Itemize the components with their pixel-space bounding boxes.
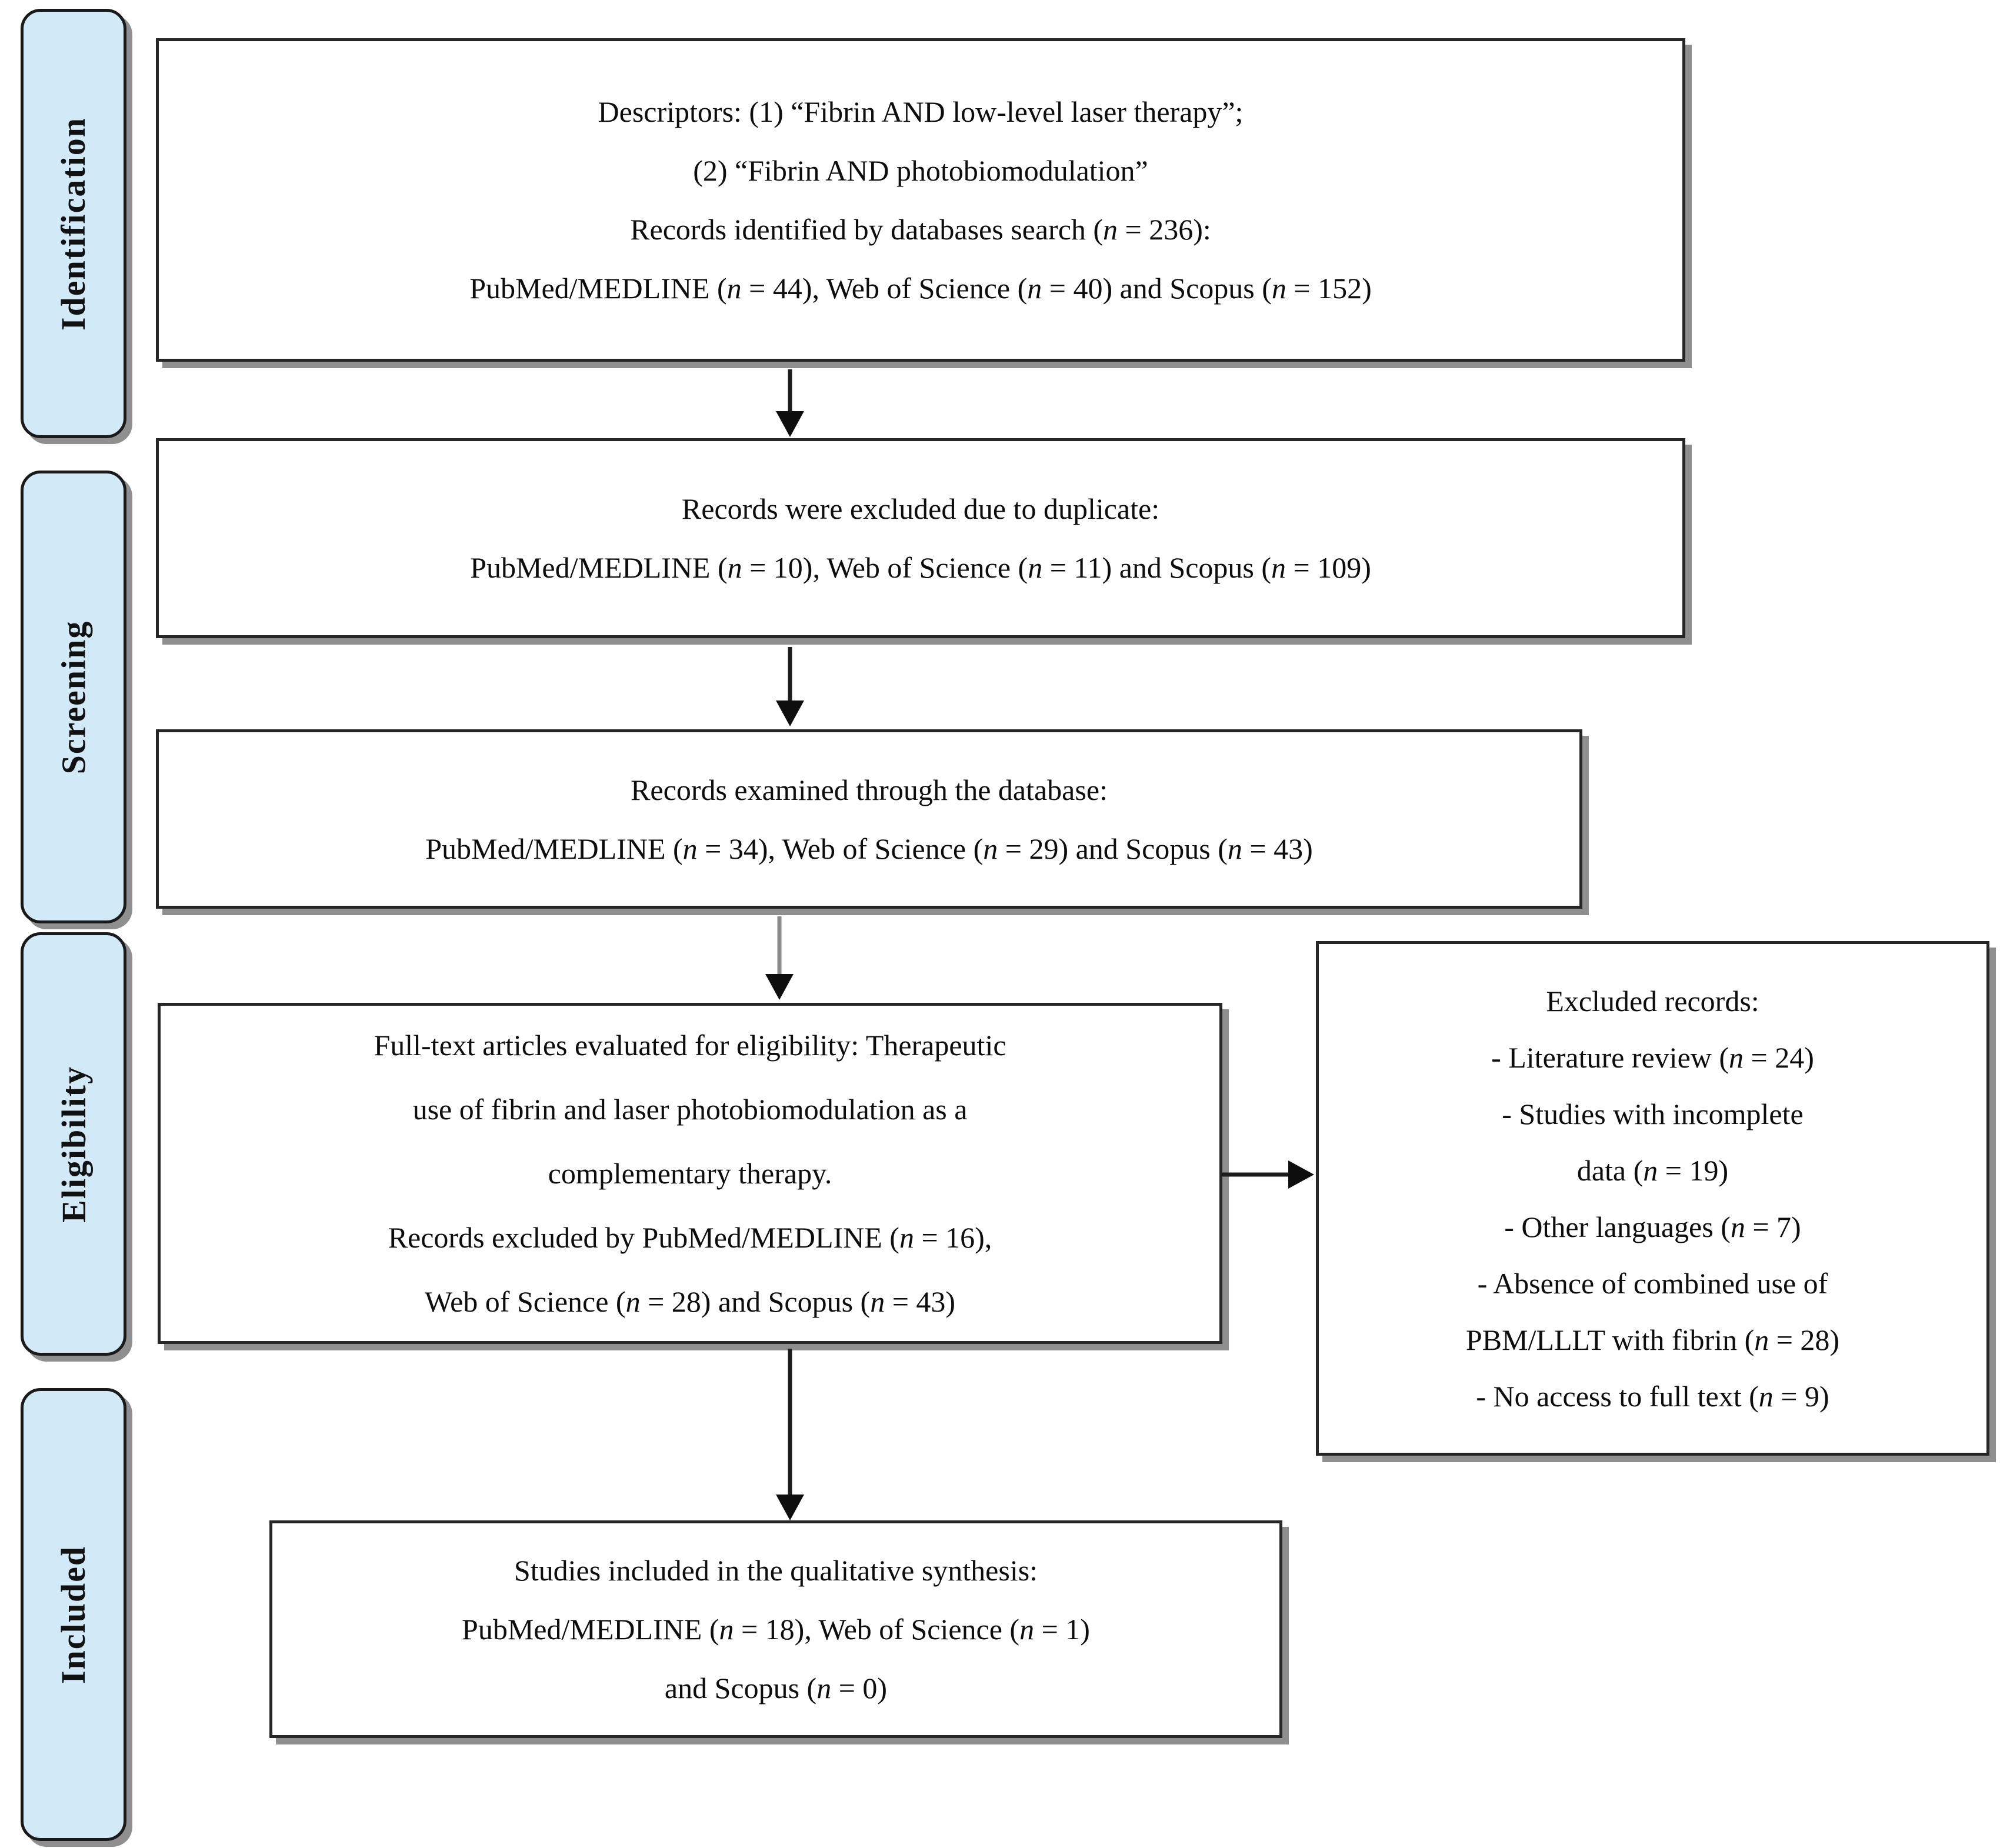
box-studies-included: Studies included in the qualitative synt… [269, 1520, 1282, 1738]
stage-included: Included [21, 1388, 126, 1841]
stage-identification-label: Identification [54, 116, 93, 331]
stage-screening-label: Screening [54, 620, 93, 774]
stage-eligibility-label: Eligibility [54, 1065, 93, 1223]
box-excluded-records: Excluded records: - Literature review (n… [1316, 941, 1989, 1456]
arrow-fulltext-to-excluded [1222, 1159, 1314, 1190]
arrow-fulltext-to-included [774, 1349, 806, 1520]
box-records-examined-text: Records examined through the database: P… [425, 773, 1313, 865]
stage-screening: Screening [21, 471, 126, 923]
arrow-identified-to-duplicates [774, 369, 806, 437]
box-records-examined: Records examined through the database: P… [156, 729, 1582, 909]
stage-included-label: Included [54, 1545, 93, 1684]
box-studies-included-text: Studies included in the qualitative synt… [462, 1554, 1090, 1704]
box-duplicates-excluded-text: Records were excluded due to duplicate: … [470, 492, 1371, 584]
arrow-examined-to-fulltext [764, 916, 795, 1000]
box-records-identified: Descriptors: (1) “Fibrin AND low-level l… [156, 38, 1685, 362]
box-records-identified-text: Descriptors: (1) “Fibrin AND low-level l… [469, 95, 1372, 305]
box-fulltext-eligibility: Full-text articles evaluated for eligibi… [158, 1003, 1222, 1344]
box-excluded-records-text: Excluded records: - Literature review (n… [1465, 984, 1840, 1413]
stage-eligibility: Eligibility [21, 932, 126, 1356]
arrow-duplicates-to-examined [774, 647, 806, 726]
box-duplicates-excluded: Records were excluded due to duplicate: … [156, 438, 1685, 638]
box-fulltext-eligibility-text: Full-text articles evaluated for eligibi… [374, 1028, 1006, 1318]
stage-identification: Identification [21, 9, 126, 438]
